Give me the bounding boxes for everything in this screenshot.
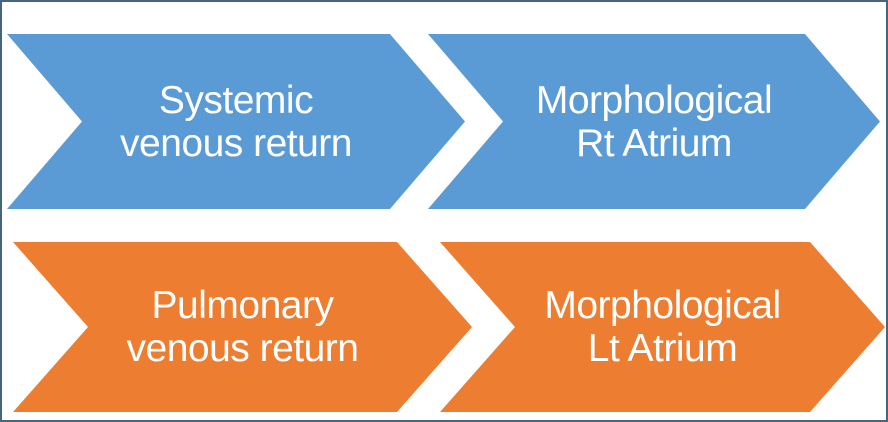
chevron-label: Pulmonary venous return xyxy=(127,284,359,370)
chevron-label: Systemic venous return xyxy=(120,79,352,165)
label-line-2: Lt Atrium xyxy=(587,327,738,370)
label-line-1: Systemic xyxy=(158,78,314,122)
label-line-1: Morphological xyxy=(535,78,773,122)
chevron-pulmonary-venous-return: Pulmonary venous return xyxy=(13,242,472,412)
chevron-morphological-lt-atrium: Morphological Lt Atrium xyxy=(440,242,885,412)
label-line-2: venous return xyxy=(126,327,359,370)
chevron-morphological-rt-atrium: Morphological Rt Atrium xyxy=(428,34,880,209)
chevron-systemic-venous-return: Systemic venous return xyxy=(7,34,465,209)
chevron-label: Morphological Rt Atrium xyxy=(536,79,772,165)
label-line-1: Pulmonary xyxy=(151,284,334,327)
label-line-2: venous return xyxy=(120,121,352,165)
chevron-label: Morphological Lt Atrium xyxy=(544,284,780,370)
label-line-1: Morphological xyxy=(544,284,781,327)
label-line-2: Rt Atrium xyxy=(576,121,732,165)
